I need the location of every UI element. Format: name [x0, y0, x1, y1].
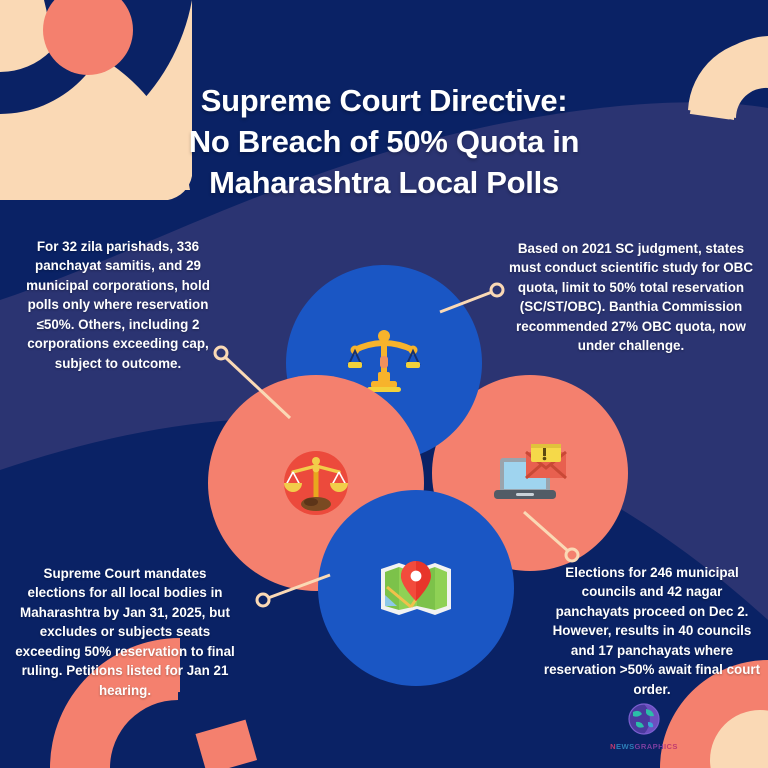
callout-top-right: Based on 2021 SC judgment, states must c…: [508, 241, 754, 354]
justice-scales-icon: [280, 447, 352, 519]
watermark-logo-text: NEWSGRAPHICS: [604, 742, 684, 751]
page-title: Supreme Court Directive: No Breach of 50…: [124, 80, 644, 204]
laptop-alert-mail-icon: [490, 438, 570, 508]
watermark-logo: NEWSGRAPHICS: [604, 702, 684, 751]
decor-circle-coral-top-left: [43, 0, 133, 75]
balance-scale-icon: [347, 328, 421, 398]
map-pin-icon: [377, 557, 455, 619]
circle-bottom-map: [318, 490, 514, 686]
corner-shape-bottom-right-ring-b: [660, 660, 768, 768]
decor-circle-cream-bottom-right: [710, 710, 768, 768]
corner-shape-bottom-left-block: [195, 719, 258, 768]
callout-top-left: For 32 zila parishads, 336 panchayat sam…: [26, 239, 210, 371]
logo-text-part-3: GRAPH: [634, 742, 664, 751]
corner-shape-bottom-left-arc: [50, 638, 180, 768]
logo-text-part-4: ICS: [663, 742, 678, 751]
logo-text-part-1: N: [610, 742, 617, 751]
callout-bottom-right: Elections for 246 municipal councils and…: [543, 565, 761, 697]
title-line-3: Maharashtra Local Polls: [209, 165, 559, 201]
corner-shape-top-right-arc: [689, 43, 768, 120]
title-line-2: No Breach of 50% Quota in: [188, 124, 580, 160]
title-line-1: Supreme Court Directive:: [200, 83, 568, 118]
globe-icon: [627, 703, 661, 740]
callout-bottom-left: Supreme Court mandates elections for all…: [15, 566, 235, 698]
logo-text-part-2: EWS: [616, 742, 635, 751]
